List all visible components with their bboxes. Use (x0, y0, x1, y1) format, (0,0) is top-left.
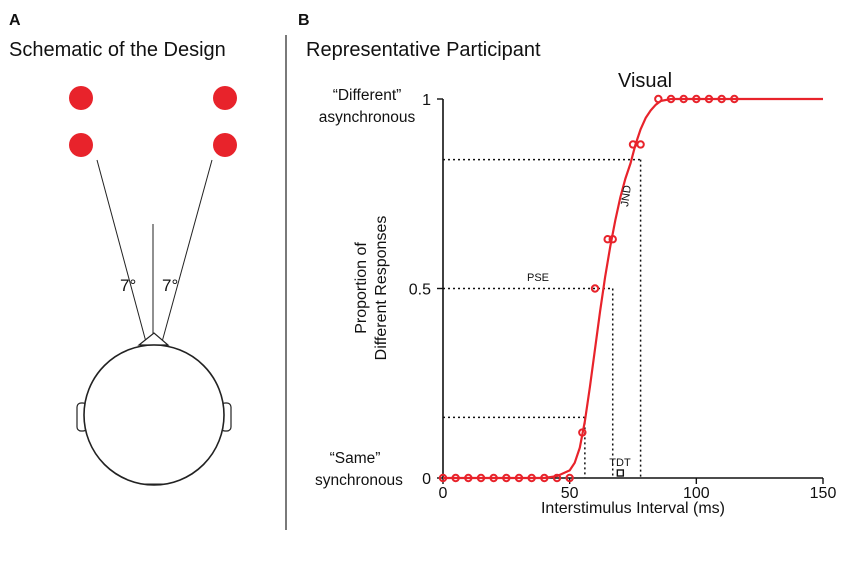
data-point (704, 94, 714, 104)
data-points (438, 94, 739, 483)
data-point (552, 473, 562, 483)
panel-b-title: Representative Participant (306, 39, 541, 61)
data-point (578, 428, 587, 437)
angle-right-label: 7° (162, 276, 178, 295)
tdt-label: TDT (609, 457, 631, 469)
data-point (476, 473, 486, 483)
data-point (489, 473, 498, 483)
data-point (692, 94, 701, 104)
x-tick-label: 50 (561, 485, 579, 502)
panel-b: B Representative Participant Visual “Dif… (298, 12, 836, 517)
x-tick-label: 150 (810, 485, 837, 502)
data-point (514, 473, 524, 483)
head-icon (76, 332, 232, 486)
y-tick-label: 0.5 (409, 282, 431, 299)
data-point (502, 473, 511, 483)
data-point (679, 94, 688, 104)
data-point (451, 473, 460, 483)
y-tick-label: 0 (422, 471, 431, 488)
data-point (654, 94, 663, 104)
data-point (438, 473, 448, 483)
different-label-line2: asynchronous (319, 109, 416, 126)
led-bottom-right (213, 133, 237, 157)
y-axis-label-line2: Different Responses (373, 216, 390, 361)
data-point (717, 94, 726, 104)
data-point (464, 473, 473, 483)
led-top-left (69, 86, 93, 110)
reference-lines (443, 158, 642, 478)
data-point (666, 94, 676, 104)
x-tick-label: 0 (439, 485, 448, 502)
led-bottom-left (69, 133, 93, 157)
panel-a-letter: A (9, 12, 21, 29)
same-label-line2: synchronous (315, 472, 403, 489)
same-label-line1: “Same” (330, 450, 381, 467)
y-axis-label-line1: Proportion of (353, 242, 370, 334)
angle-left-label: 7° (120, 276, 136, 295)
tdt-marker (616, 469, 625, 477)
panel-a: A Schematic of the Design 7° 7° (9, 12, 237, 486)
data-point (540, 473, 549, 483)
data-point (603, 235, 612, 244)
panel-b-letter: B (298, 12, 310, 29)
x-tick-label: 100 (683, 485, 710, 502)
sight-line-right (161, 159, 213, 343)
different-label-line1: “Different” (333, 87, 402, 104)
data-point (628, 140, 638, 149)
y-axis-label: Proportion of Different Responses (353, 216, 390, 361)
data-point (636, 140, 645, 149)
y-tick-label: 1 (422, 92, 431, 109)
sight-line-left (96, 159, 147, 343)
x-axis-label: Interstimulus Interval (ms) (541, 500, 725, 517)
data-point (590, 284, 600, 293)
data-point (565, 473, 574, 483)
data-point (730, 94, 739, 104)
axis-ticks: 0 50 100 150 0 0.5 1 (409, 92, 837, 502)
jnd-label: JND (619, 185, 634, 208)
data-point (608, 235, 617, 244)
pse-label: PSE (527, 272, 549, 284)
data-point (527, 473, 536, 483)
panel-a-title: Schematic of the Design (9, 39, 226, 61)
chart-title: Visual (618, 70, 672, 92)
led-top-right (213, 86, 237, 110)
